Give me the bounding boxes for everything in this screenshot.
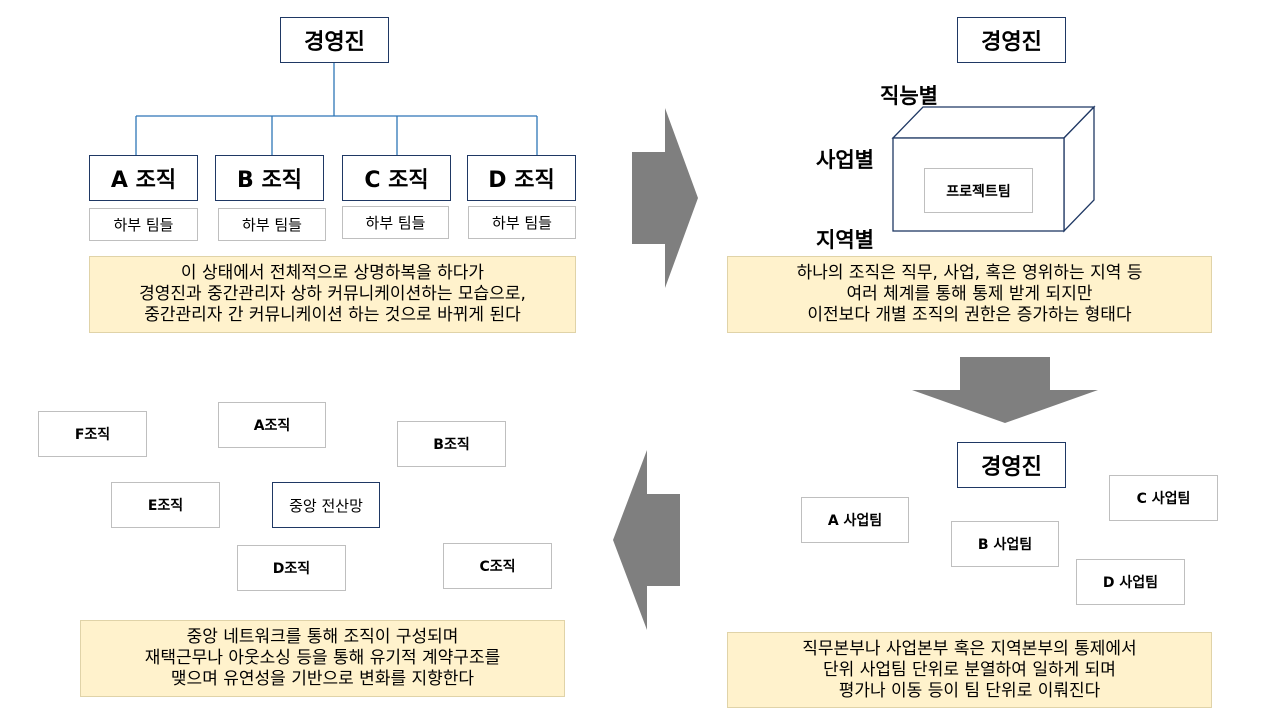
q2-axis-region: 지역별 xyxy=(816,228,874,252)
q1-exec-label: 경영진 xyxy=(304,30,365,55)
q3-team-d: D 사업팀 xyxy=(1076,559,1185,605)
q2-project-team: 프로젝트팀 xyxy=(924,168,1033,213)
q4-center-network: 중앙 전산망 xyxy=(272,482,380,528)
q4-note-line-3: 맺으며 유연성을 기반으로 변화를 지향한다 xyxy=(170,669,475,689)
q2-note-line-2: 여러 체계를 통해 통제 받게 되지만 xyxy=(846,284,1093,304)
q1-note-line-2: 경영진과 중간관리자 상하 커뮤니케이션하는 모습으로, xyxy=(139,284,526,304)
q3-team-a: A 사업팀 xyxy=(801,497,909,543)
q1-org-c: C 조직 xyxy=(342,155,451,201)
q1-org-b: B 조직 xyxy=(215,155,324,201)
q4-org-a: A조직 xyxy=(218,402,326,448)
q4-org-e-label: E조직 xyxy=(147,498,184,514)
q3-team-d-label: D 사업팀 xyxy=(1102,575,1159,591)
q4-org-f: F조직 xyxy=(38,411,147,457)
q3-exec-label: 경영진 xyxy=(981,455,1042,480)
q1-org-a-label: A 조직 xyxy=(110,168,177,193)
q4-note: 중앙 네트워크를 통해 조직이 구성되며 재택근무나 아웃소싱 등을 통해 유기… xyxy=(80,620,565,697)
q1-org-d: D 조직 xyxy=(467,155,576,201)
q1-sub-c: 하부 팀들 xyxy=(342,206,449,239)
q4-org-d-label: D조직 xyxy=(272,561,311,577)
q2-project-team-label: 프로젝트팀 xyxy=(946,183,1011,200)
q1-sub-d: 하부 팀들 xyxy=(468,206,576,239)
org-chart-connectors xyxy=(135,62,538,155)
q3-team-c-label: C 사업팀 xyxy=(1136,491,1191,507)
q1-exec-box: 경영진 xyxy=(280,17,389,63)
q3-team-a-label: A 사업팀 xyxy=(827,513,883,529)
q2-axis-business: 사업별 xyxy=(816,148,874,172)
q4-org-c: C조직 xyxy=(443,543,552,589)
q3-team-b: B 사업팀 xyxy=(951,521,1059,567)
q2-exec-box: 경영진 xyxy=(957,17,1066,63)
q4-org-d: D조직 xyxy=(237,545,346,591)
q2-axis-function: 직능별 xyxy=(880,84,938,108)
q4-org-c-label: C조직 xyxy=(479,559,516,575)
q1-org-c-label: C 조직 xyxy=(364,168,429,193)
q3-note: 직무본부나 사업본부 혹은 지역본부의 통제에서 단위 사업팀 단위로 분열하여… xyxy=(727,632,1212,708)
q1-sub-b: 하부 팀들 xyxy=(218,208,326,241)
q4-org-b: B조직 xyxy=(397,421,506,467)
q4-org-e: E조직 xyxy=(111,482,220,528)
q1-sub-b-label: 하부 팀들 xyxy=(242,216,302,234)
q1-note: 이 상태에서 전체적으로 상명하복을 하다가 경영진과 중간관리자 상하 커뮤니… xyxy=(89,256,576,333)
q4-org-a-label: A조직 xyxy=(253,418,291,434)
q1-note-line-1: 이 상태에서 전체적으로 상명하복을 하다가 xyxy=(180,263,485,283)
q4-note-line-1: 중앙 네트워크를 통해 조직이 구성되며 xyxy=(186,627,459,647)
q1-sub-d-label: 하부 팀들 xyxy=(492,214,552,232)
q1-note-line-3: 중간관리자 간 커뮤니케이션 하는 것으로 바뀌게 된다 xyxy=(144,305,521,325)
q4-note-line-2: 재택근무나 아웃소싱 등을 통해 유기적 계약구조를 xyxy=(144,648,501,668)
q4-org-b-label: B조직 xyxy=(433,437,470,453)
q1-org-b-label: B 조직 xyxy=(237,168,302,193)
arrow-right-icon xyxy=(632,108,698,288)
q4-center-network-label: 중앙 전산망 xyxy=(289,496,363,515)
q3-exec-box: 경영진 xyxy=(957,442,1066,488)
arrow-left-icon xyxy=(613,450,680,630)
q1-sub-c-label: 하부 팀들 xyxy=(365,214,426,232)
q2-note: 하나의 조직은 직무, 사업, 혹은 영위하는 지역 등 여러 체계를 통해 통… xyxy=(727,256,1212,333)
q2-note-line-1: 하나의 조직은 직무, 사업, 혹은 영위하는 지역 등 xyxy=(796,263,1143,283)
q3-note-line-2: 단위 사업팀 단위로 분열하여 일하게 되며 xyxy=(823,659,1116,680)
arrow-down-icon xyxy=(912,357,1098,423)
q1-org-a: A 조직 xyxy=(89,155,198,201)
q4-org-f-label: F조직 xyxy=(74,427,111,443)
q1-org-d-label: D 조직 xyxy=(488,168,555,193)
q1-sub-a-label: 하부 팀들 xyxy=(113,216,174,234)
q3-team-c: C 사업팀 xyxy=(1109,475,1218,521)
q2-exec-label: 경영진 xyxy=(981,30,1042,55)
q3-team-b-label: B 사업팀 xyxy=(977,537,1033,553)
q1-sub-a: 하부 팀들 xyxy=(89,208,198,241)
q3-note-line-1: 직무본부나 사업본부 혹은 지역본부의 통제에서 xyxy=(802,638,1137,659)
q2-note-line-3: 이전보다 개별 조직의 권한은 증가하는 형태다 xyxy=(807,305,1132,325)
q3-note-line-3: 평가나 이동 등이 팀 단위로 이뤄진다 xyxy=(838,680,1101,701)
